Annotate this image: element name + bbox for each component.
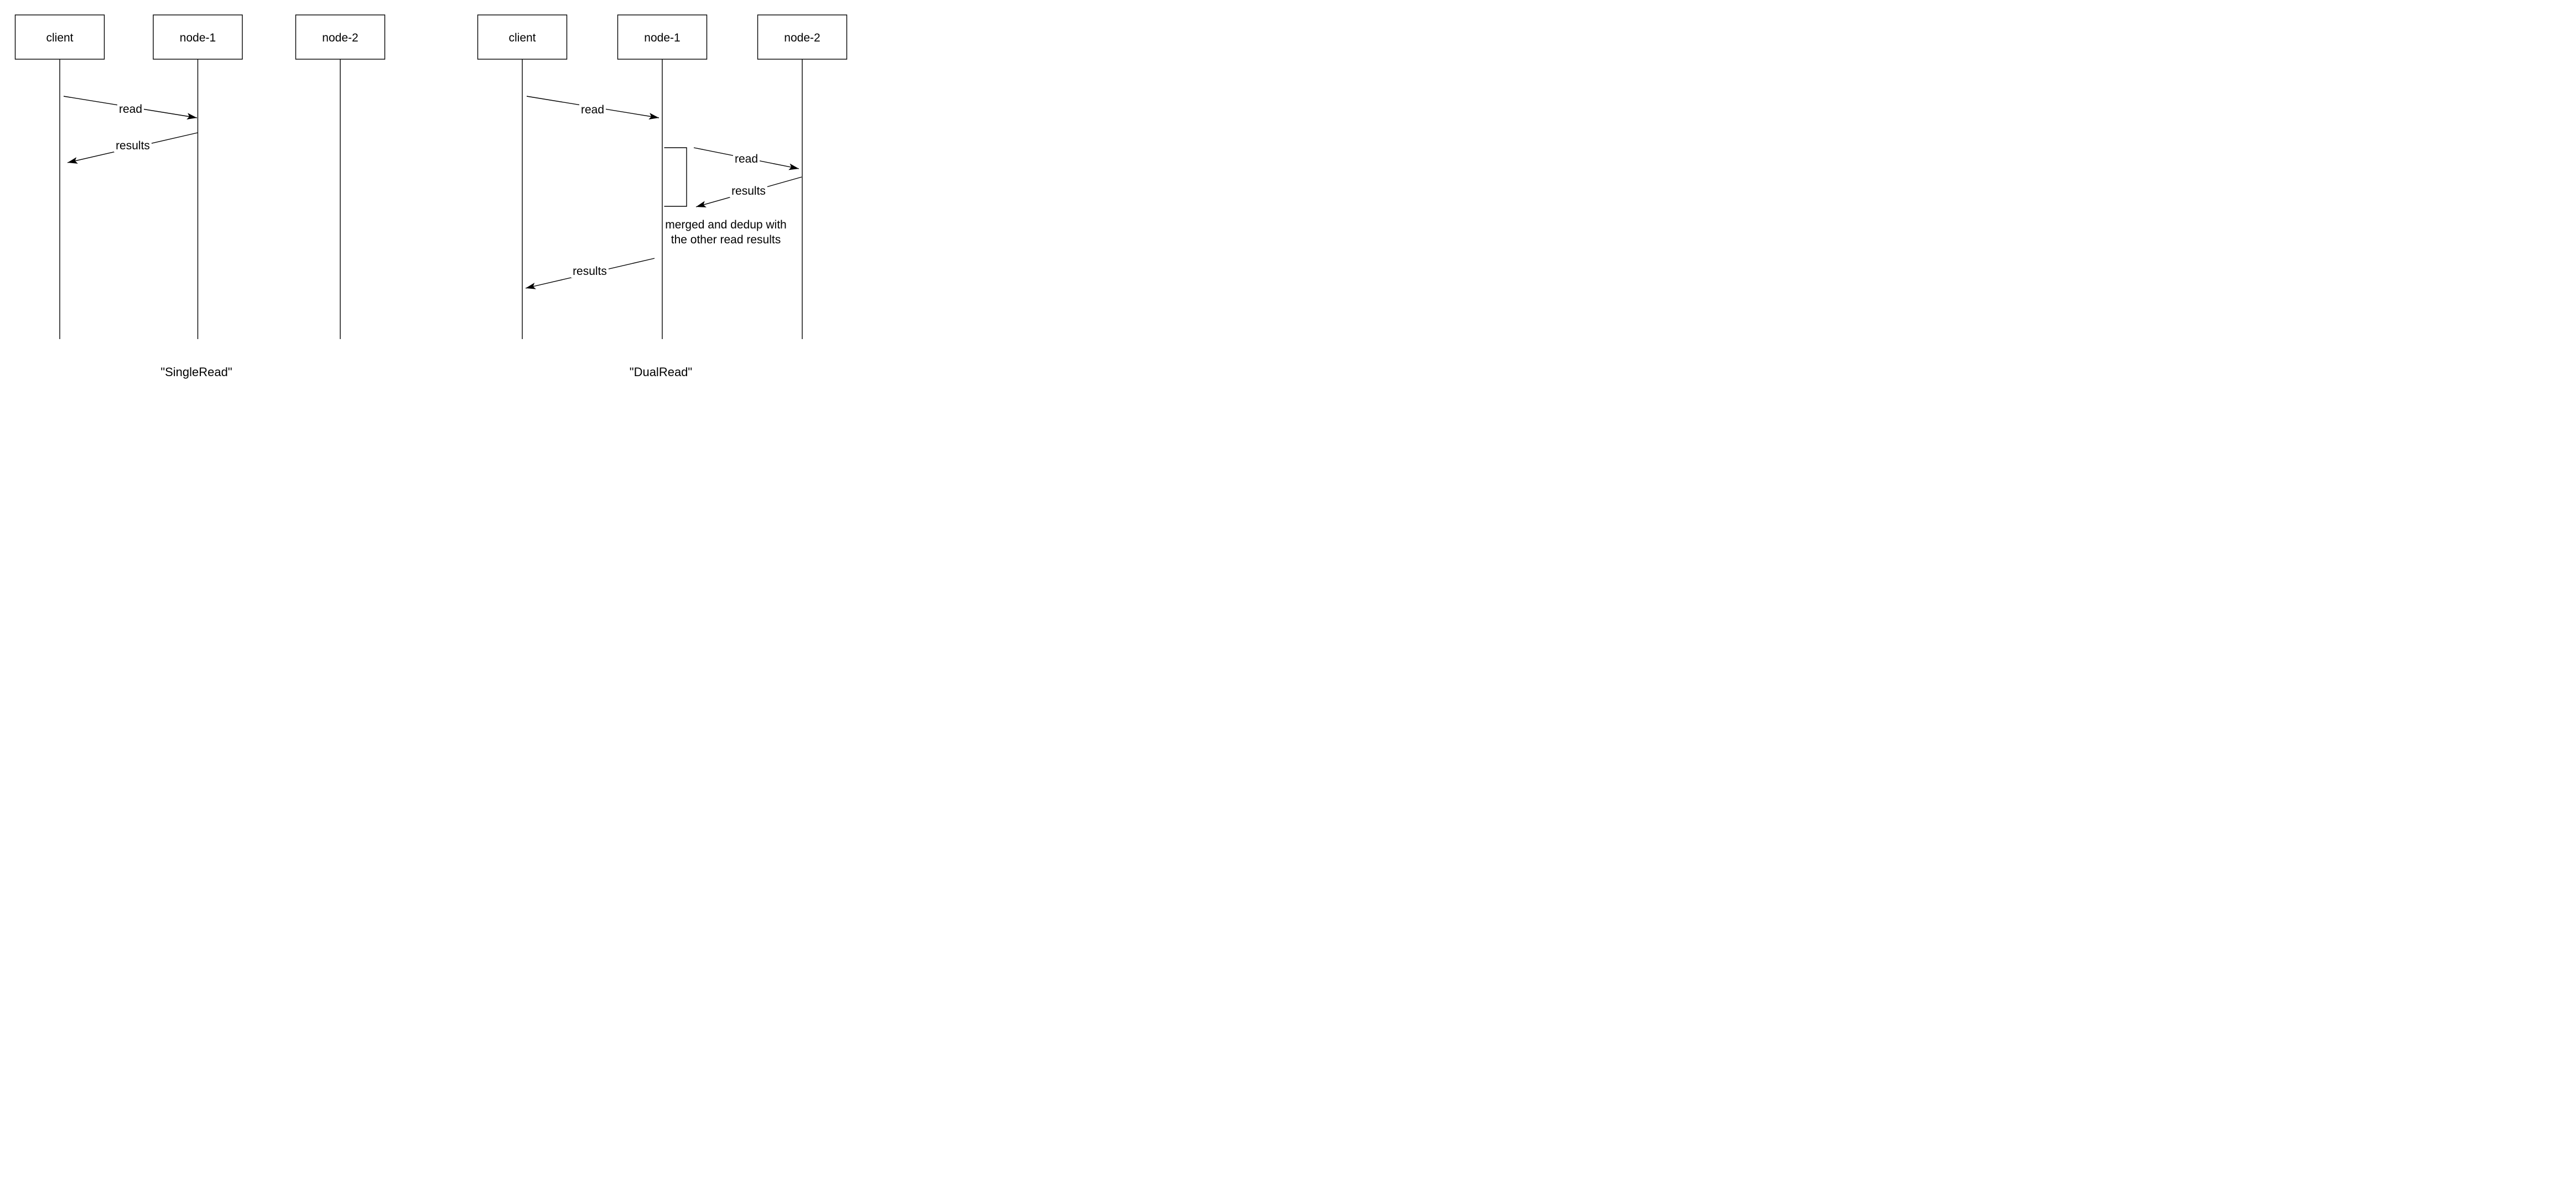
message-label: results [116, 139, 150, 152]
message-read-client-to-node-1: read [63, 96, 198, 120]
message-read-client-to-node-1: read [526, 96, 659, 120]
actor-box [477, 14, 568, 60]
actor-node-1: node-1 [153, 14, 243, 60]
label-mask [733, 153, 760, 165]
actor-label: node-1 [644, 32, 680, 44]
message-results-node-1-to-client: results [67, 132, 198, 164]
diagram-caption: "SingleRead" [160, 365, 232, 379]
note-merged-dedup: merged and dedup with the other read res… [665, 218, 787, 246]
message-results-node-2-to-node-1: results [695, 176, 802, 207]
message-results-node-1-to-client: results [525, 258, 655, 289]
actor-label: node-2 [784, 32, 820, 44]
actor-node-1: node-1 [617, 14, 708, 60]
diagram-caption: "DualRead" [630, 365, 692, 379]
actor-client: client [14, 14, 105, 60]
actor-label: client [508, 32, 536, 44]
actor-box [757, 14, 848, 60]
actor-box [295, 14, 386, 60]
label-mask [579, 103, 606, 116]
diagram-page: client node-1 node-2 read results "Singl… [0, 0, 859, 399]
message-label: read [119, 103, 142, 116]
actor-node-2: node-2 [295, 14, 386, 60]
actor-box [617, 14, 708, 60]
label-mask [114, 139, 152, 152]
label-mask [730, 185, 767, 197]
actor-label: node-1 [180, 32, 216, 44]
label-mask [117, 103, 144, 116]
label-mask [571, 265, 609, 278]
activation-bracket [664, 147, 687, 207]
message-label: read [735, 153, 758, 165]
message-label: results [731, 185, 766, 197]
actor-client: client [477, 14, 568, 60]
diagram-dual-read: client node-1 node-2 read read results [477, 14, 848, 379]
message-label: results [573, 265, 607, 278]
note-text-line-1: merged and dedup with [665, 218, 787, 231]
sequence-diagram-canvas: client node-1 node-2 read results "Singl… [14, 14, 848, 379]
note-text-line-2: the other read results [671, 233, 781, 246]
message-read-node-1-to-node-2: read [693, 147, 799, 170]
actor-box [153, 14, 243, 60]
message-label: read [581, 103, 604, 116]
actor-label: client [46, 32, 73, 44]
actor-node-2: node-2 [757, 14, 848, 60]
actor-label: node-2 [322, 32, 358, 44]
diagram-single-read: client node-1 node-2 read results "Singl… [14, 14, 386, 379]
actor-box [14, 14, 105, 60]
